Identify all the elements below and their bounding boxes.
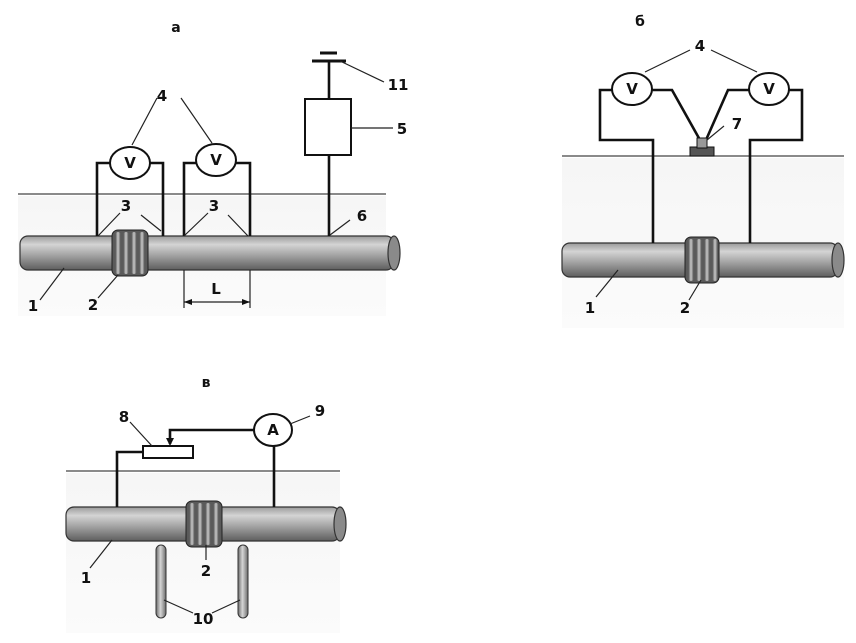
panel-a-label-contacts-right: 3 — [209, 197, 219, 215]
panel-b-leader-4 — [644, 49, 758, 73]
panel-c-electrode-rod-left — [155, 544, 167, 619]
panel-a-box — [304, 98, 352, 156]
panel-c-electrode-rod-right — [237, 544, 249, 619]
panel-a-leader-11 — [339, 60, 385, 83]
panel-a-label-pipe: 1 — [28, 297, 38, 315]
panel-c-slider-arrow — [166, 438, 174, 446]
panel-c-leader-9 — [289, 415, 311, 425]
panel-b-coupling — [684, 236, 720, 284]
panel-a-label-voltmeters: 4 — [157, 87, 167, 105]
panel-b-caption: б — [635, 14, 645, 30]
panel-c-left-wiring — [115, 450, 143, 507]
panel-c-label-pipe: 1 — [81, 569, 91, 587]
panel-c-leader-1 — [89, 539, 113, 569]
panel-a-dimension-l — [183, 270, 251, 308]
panel-b-leader-1 — [595, 269, 619, 298]
panel-b-right-wiring — [748, 88, 804, 243]
panel-b-label-voltmeters: 4 — [695, 37, 705, 55]
panel-b-voltmeter-2: V — [748, 72, 790, 106]
panel-a-label-box: 5 — [397, 120, 407, 138]
panel-c-ammeter-symbol: A — [267, 421, 279, 439]
panel-a-pipe — [19, 235, 401, 271]
panel-a-label-contacts-left: 3 — [121, 197, 131, 215]
panel-a-voltmeter-2: V — [195, 143, 237, 177]
panel-b-leader-2 — [688, 279, 702, 301]
panel-b-right-electrode-wire — [704, 88, 749, 141]
panel-b-voltmeter-1: V — [611, 72, 653, 106]
panel-a-leader-3-right — [183, 212, 249, 237]
panel-c-coupling — [185, 500, 223, 548]
panel-c-label-electrodes: 10 — [193, 610, 214, 628]
panel-c-slider-wiring — [168, 428, 254, 444]
panel-c-caption: в — [202, 375, 211, 391]
panel-a-leader-4 — [131, 97, 213, 146]
panel-a-leader-2 — [97, 274, 119, 299]
panel-c-label-rheostat: 8 — [119, 408, 129, 426]
panel-b-reference-electrode — [689, 137, 715, 157]
panel-a-leader-6 — [329, 219, 351, 236]
panel-c-ammeter: A — [253, 413, 293, 447]
panel-b-voltmeter-1-symbol: V — [626, 80, 638, 98]
panel-b-leader-7 — [706, 125, 725, 141]
panel-b-label-pipe: 1 — [585, 299, 595, 317]
panel-b-left-electrode-wire — [652, 88, 702, 141]
panel-a-voltmeter-2-wiring — [182, 161, 252, 236]
panel-c-label-coupling: 2 — [201, 562, 211, 580]
panel-a-label-span: L — [211, 280, 221, 298]
panel-b-label-electrode: 7 — [732, 115, 742, 133]
panel-c-leader-8 — [129, 421, 153, 447]
panel-a-label-coupling: 2 — [88, 296, 98, 314]
panel-c-leader-10 — [163, 599, 241, 614]
panel-b-voltmeter-2-symbol: V — [763, 80, 775, 98]
panel-a-caption: а — [171, 20, 180, 36]
panel-c-soil — [66, 473, 340, 633]
panel-c-label-ammeter: 9 — [315, 402, 325, 420]
panel-a-label-rod: 11 — [388, 76, 409, 94]
panel-a-coupling — [111, 229, 149, 277]
panel-a-leader-3-left — [97, 212, 162, 237]
panel-a-voltmeter-1-symbol: V — [124, 154, 136, 172]
panel-a: а V V — [18, 20, 408, 316]
panel-b-label-coupling: 2 — [680, 299, 690, 317]
panel-c: в A — [65, 375, 347, 633]
panel-a-voltmeter-2-symbol: V — [210, 151, 222, 169]
panel-a-label-lead: 6 — [357, 207, 367, 225]
panel-b: б V V — [561, 14, 845, 328]
panel-a-voltmeter-1: V — [109, 146, 151, 180]
panel-a-leader-1 — [39, 267, 65, 301]
panel-c-rheostat — [142, 445, 194, 459]
panel-a-voltmeter-1-wiring — [95, 161, 165, 236]
panel-b-left-wiring — [598, 88, 655, 243]
